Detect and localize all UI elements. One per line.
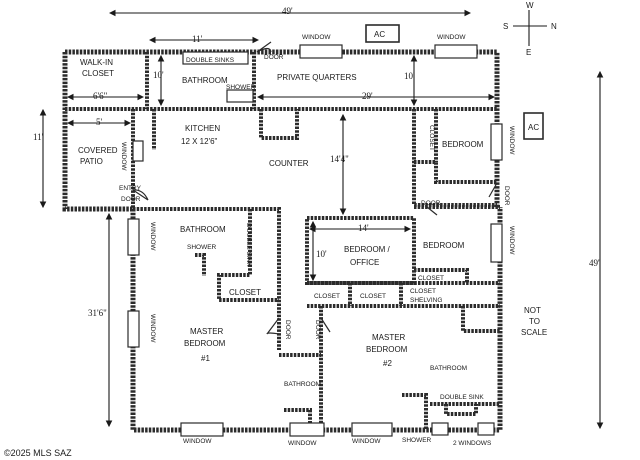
private-quarters-label: PRIVATE QUARTERS [277,73,357,82]
svg-text:WINDOW: WINDOW [288,440,317,447]
svg-text:TO: TO [529,317,540,326]
bathroom-mid-label: BATHROOM [180,225,226,234]
svg-text:31'6": 31'6" [88,308,107,318]
svg-text:BEDROOM: BEDROOM [184,339,226,348]
svg-text:NOT: NOT [524,306,541,315]
svg-text:N: N [551,22,557,31]
svg-text:BATHROOM: BATHROOM [430,365,467,372]
svg-text:49': 49' [589,258,600,268]
svg-text:BEDROOM: BEDROOM [366,345,408,354]
not-to-scale-note: NOT TO SCALE [521,306,547,337]
svg-text:CLOSET: CLOSET [418,275,444,282]
svg-text:2 WINDOWS: 2 WINDOWS [453,440,492,447]
room-labels: WALK-IN CLOSET DOUBLE SINKS DOOR BATHROO… [78,54,510,447]
ac-unit-top: AC [365,24,400,43]
svg-text:SCALE: SCALE [521,328,547,337]
svg-text:10': 10' [316,249,327,259]
svg-text:AC: AC [374,30,385,39]
bedroom-mid-label: BEDROOM [423,241,465,250]
bedroom-ne-label: BEDROOM [442,140,484,149]
svg-text:10': 10' [404,71,415,81]
svg-text:E: E [526,48,531,57]
svg-text:11': 11' [33,132,44,142]
svg-text:SHOWER: SHOWER [226,84,256,91]
svg-text:WINDOW: WINDOW [149,314,156,343]
dimension-lines: 11' 10' 10' 6'6" 29' 5' 11' 14'4" 14' 10… [33,34,604,430]
svg-text:WINDOW: WINDOW [437,34,466,41]
svg-text:SHELVING: SHELVING [410,297,442,304]
svg-text:DOUBLE SINKS: DOUBLE SINKS [186,57,235,64]
svg-text:DOOR: DOOR [314,320,321,340]
svg-text:WINDOW: WINDOW [149,222,156,251]
svg-text:29': 29' [362,91,373,101]
walk-in-closet-label: WALK-IN [80,58,113,67]
svg-text:#2: #2 [383,359,392,368]
ac-unit-right: AC [523,112,544,140]
svg-text:W: W [526,1,534,10]
svg-text:SHOWER: SHOWER [402,437,432,444]
svg-text:CLOSET: CLOSET [360,293,386,300]
svg-text:10': 10' [153,70,164,80]
svg-text:SHOWER: SHOWER [187,244,217,251]
svg-text:6'6": 6'6" [93,91,108,101]
svg-text:WINDOW: WINDOW [508,226,515,255]
svg-text:AC: AC [528,123,539,132]
counter-label: COUNTER [269,159,309,168]
bedroom-office-label: BEDROOM / [344,245,391,254]
svg-text:DOOR: DOOR [421,200,441,207]
svg-text:12 X 12'6": 12 X 12'6" [181,137,218,146]
svg-text:WINDOW: WINDOW [508,126,515,155]
compass-icon: W S N E [503,1,557,57]
master-bedroom-2-label: MASTER [372,333,406,342]
svg-text:14': 14' [358,223,369,233]
kitchen-label: KITCHEN [185,124,220,133]
covered-patio-label: COVERED [78,146,118,155]
svg-text:S: S [503,22,508,31]
svg-text:CLOSET: CLOSET [314,293,340,300]
svg-text:BATHROOM: BATHROOM [284,381,321,388]
bathroom-top-label: BATHROOM [182,76,228,85]
svg-text:CLOSET: CLOSET [82,69,114,78]
svg-text:49': 49' [282,6,293,16]
svg-text:DOUBLE SINK: DOUBLE SINK [245,223,252,267]
svg-text:ENTRY: ENTRY [119,185,142,192]
svg-text:PATIO: PATIO [80,157,103,166]
window-labels: WINDOW WINDOW WINDOW WINDOW WINDOW WINDO… [120,34,515,447]
overall-width-dimension: 49' [108,6,472,17]
svg-text:DOOR: DOOR [121,196,141,203]
svg-text:CLOSET: CLOSET [428,125,435,151]
doors [132,41,498,335]
windows [127,44,503,437]
svg-text:11': 11' [192,34,203,44]
svg-text:WINDOW: WINDOW [302,34,331,41]
copyright-notice: ©2025 MLS SAZ [4,448,72,458]
svg-text:DOOR: DOOR [284,320,291,340]
svg-text:OFFICE: OFFICE [350,258,379,267]
svg-text:CLOSET: CLOSET [410,288,436,295]
svg-text:WINDOW: WINDOW [120,142,127,171]
svg-text:DOOR: DOOR [264,54,284,61]
master-bedroom-1-label: MASTER [190,327,224,336]
svg-text:DOOR: DOOR [503,186,510,206]
svg-text:#1: #1 [201,354,210,363]
svg-text:5': 5' [96,117,103,127]
svg-text:DOUBLE SINK: DOUBLE SINK [440,394,484,401]
svg-text:CLOSET: CLOSET [229,288,261,297]
svg-text:WINDOW: WINDOW [352,438,381,445]
svg-text:14'4": 14'4" [330,154,349,164]
svg-text:WINDOW: WINDOW [183,438,212,445]
